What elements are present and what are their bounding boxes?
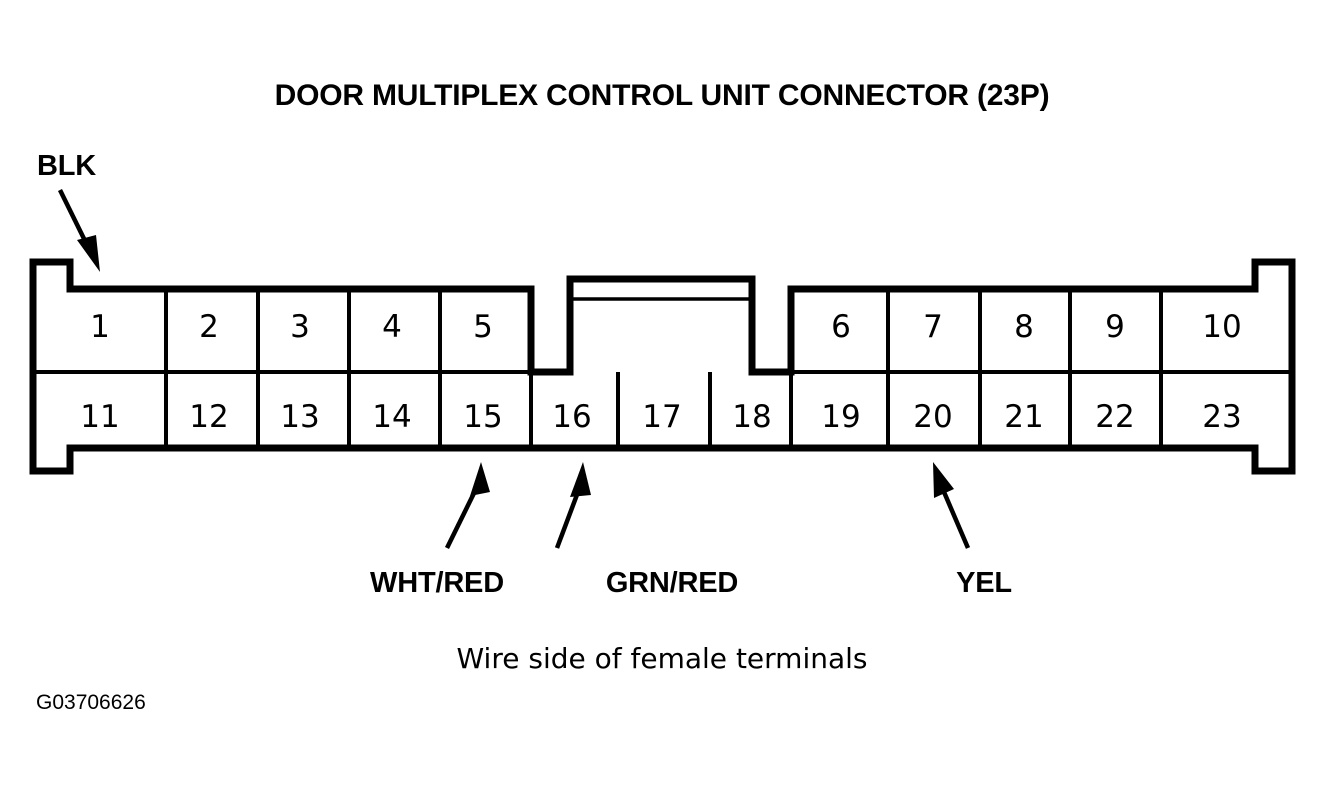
pin-label-4: 4	[382, 309, 402, 345]
pin-label-16: 16	[552, 399, 591, 435]
wire-label-yel: YEL	[956, 567, 1012, 599]
pin-label-20: 20	[913, 399, 952, 435]
pin-label-8: 8	[1014, 309, 1034, 345]
pin-label-9: 9	[1105, 309, 1125, 345]
pin-label-5: 5	[473, 309, 493, 345]
pin-label-3: 3	[290, 309, 310, 345]
wire-label-wht-red: WHT/RED	[370, 567, 504, 599]
pin-label-2: 2	[199, 309, 219, 345]
pin-label-19: 19	[821, 399, 860, 435]
pin-label-15: 15	[463, 399, 502, 435]
pin-label-10: 10	[1202, 309, 1241, 345]
callout-arrow-grn-red	[554, 462, 591, 549]
pin-label-11: 11	[80, 399, 119, 435]
diagram-title: DOOR MULTIPLEX CONTROL UNIT CONNECTOR (2…	[275, 79, 1050, 112]
pin-label-23: 23	[1202, 399, 1241, 435]
pin-label-18: 18	[732, 399, 771, 435]
connector-outline	[29, 258, 1296, 475]
pin-label-21: 21	[1004, 399, 1043, 435]
callout-arrow-wht-red	[444, 462, 490, 549]
figure-code: G03706626	[36, 691, 146, 714]
pin-label-14: 14	[372, 399, 411, 435]
callout-arrow-blk	[57, 189, 100, 272]
view-caption: Wire side of female terminals	[456, 642, 867, 675]
pin-label-22: 22	[1095, 399, 1134, 435]
wire-label-grn-red: GRN/RED	[606, 567, 738, 599]
pin-label-12: 12	[189, 399, 228, 435]
wire-label-blk: BLK	[37, 150, 96, 182]
callout-arrow-yel	[933, 462, 971, 549]
pin-label-6: 6	[831, 309, 851, 345]
pin-label-7: 7	[923, 309, 943, 345]
pin-label-17: 17	[642, 399, 681, 435]
pin-label-13: 13	[280, 399, 319, 435]
pin-label-1: 1	[90, 309, 110, 345]
